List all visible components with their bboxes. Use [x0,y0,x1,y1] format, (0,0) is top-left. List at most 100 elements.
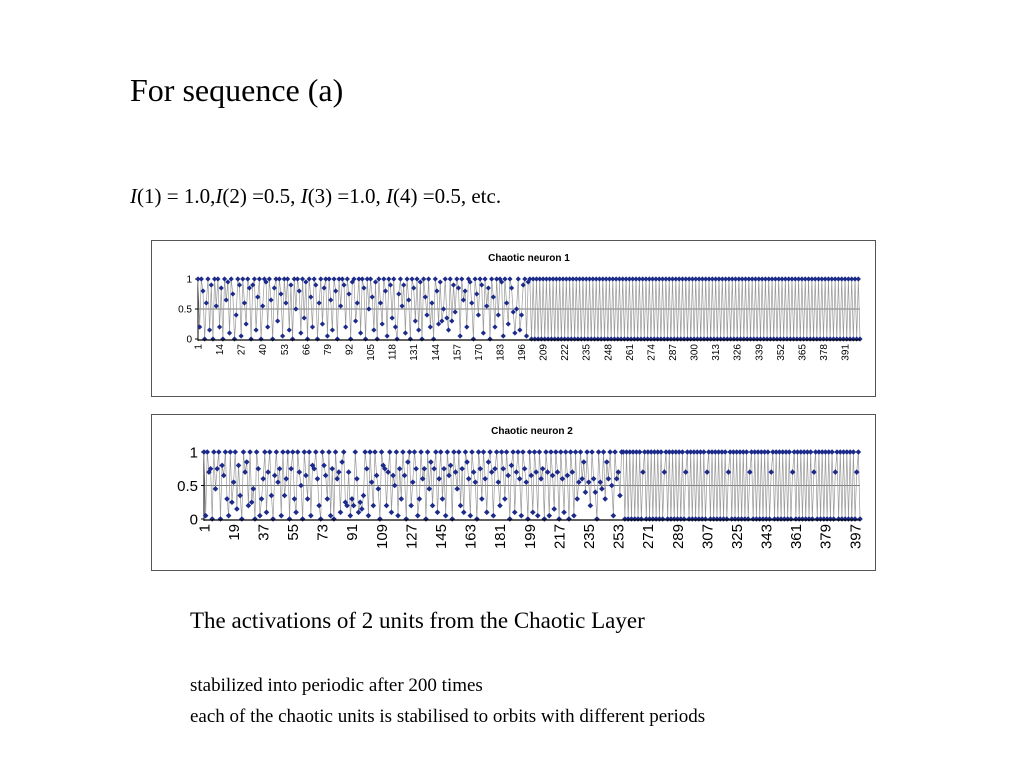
chart2-point [814,516,821,522]
chart2-point [585,479,592,485]
formula-term-4: (4) =0.5, etc. [393,184,502,208]
chart1-point [830,336,837,342]
chart2-x-tick-label: 361 [788,524,805,549]
chart1-point [245,276,251,282]
chart2-point [262,449,268,455]
chart1-point [445,327,452,333]
chart2-point [551,506,557,512]
chart1-point [646,276,652,282]
chart1-point [336,276,342,282]
formula-i-symbol: I [300,184,308,208]
chart2-point [561,509,567,516]
chart2-point [719,449,725,455]
chart1-point [732,276,739,282]
chart2-x-tick-label: 109 [374,524,391,549]
chart2-point [740,449,747,455]
chart1-point [764,336,770,342]
chart2-x-tick-label: 289 [670,524,687,549]
chart2-point [852,516,858,522]
chart2-point [377,516,383,522]
chart2-point [483,509,490,516]
chart1-point [504,300,510,306]
chart2-point [576,479,582,485]
chart1-point [570,276,576,282]
chart1-point [202,336,208,342]
chart2-point [465,476,472,482]
chart2-point [627,449,633,455]
chart2-point [391,482,398,489]
chart2-point [271,472,278,479]
chart2-point [557,449,564,455]
chart2-point [531,449,538,455]
chart1-point [291,276,297,282]
chart2-point [508,462,515,469]
chart1-point [777,336,783,342]
chart2-title: Chaotic neuron 2 [491,426,573,437]
chart2-point [758,449,765,455]
chart2-point [755,449,761,455]
chart1-point [641,336,647,342]
chart1-point [351,276,357,282]
chart2-point [781,516,788,522]
chart2-point [299,516,306,522]
chart1-point [797,336,803,342]
chart1-point [364,276,370,282]
chart2-point [347,512,354,519]
chart1-point [807,336,813,342]
chart2-point [406,449,413,455]
chart2-x-tick-label: 163 [463,524,480,549]
chart2-point [664,516,671,522]
chart1-point [218,285,224,291]
chart2-point [789,469,796,475]
chart1-point [499,279,505,285]
chart2-point [694,449,701,455]
chart1-point [298,330,304,336]
chart1-x-tick-label: 326 [733,344,744,361]
chart1-point [472,276,478,282]
chart2-point [725,469,732,475]
chart1-point [537,276,543,282]
chart1-point [343,324,349,330]
chart1-x-tick-label: 1 [194,344,205,350]
chart2-x-tick-label: 343 [759,524,776,549]
chart2-point [472,479,479,485]
chart1-point [671,336,677,342]
chart2-point [401,472,408,479]
chart1-point [348,336,354,342]
chart1-point [540,276,546,282]
chart1-point [774,336,780,342]
sequence-formula: I(1) = 1.0,I(2) =0.5, I(3) =1.0, I(4) =0… [130,182,501,210]
chart2-point [595,449,602,455]
chart2-point [572,449,579,455]
chart2-point [304,496,311,502]
chart1-point [248,336,254,342]
chart1-point [256,276,262,282]
chart1-point [260,303,266,309]
chart1-point [713,276,719,282]
chart2-point [804,449,811,455]
chart1-point [296,288,302,294]
chart1-point [533,276,540,282]
chart1-point [353,318,359,324]
chart1-point [703,276,709,282]
chart1-point [669,276,676,282]
chart1-point [701,336,707,342]
chart2-point [243,459,250,465]
chart2-point [413,465,419,472]
chart2-point [533,469,539,475]
chart1-point [344,276,350,282]
chart1-point [278,291,284,297]
chart2-point [298,482,304,489]
chart1-point [784,336,790,342]
chart1-point [742,276,749,282]
chart2-point [441,465,447,472]
chart2-point [641,449,648,455]
chart2-point [388,509,395,516]
chart1-point [502,276,508,282]
chart1-point [802,276,808,282]
chart2-x-tick-label: 235 [581,524,598,549]
chart2-point [577,449,584,455]
chart1-point [650,276,656,282]
chart2-point [363,465,370,472]
chart2-point [227,449,234,455]
